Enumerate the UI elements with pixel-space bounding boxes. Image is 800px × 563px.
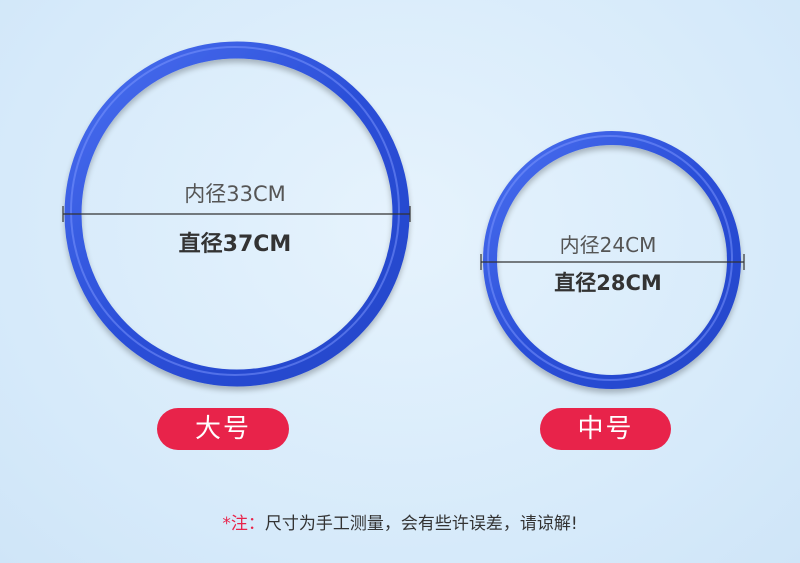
large-ring [64,41,410,387]
note-marker: *注： [222,514,265,534]
measurement-note: *注：尺寸为手工测量，会有些许误差，请谅解! [0,509,800,534]
medium-inner-diameter: 内径24CM [559,233,657,257]
large-measure-line [62,206,411,222]
size-badge-medium: 中号 [540,408,671,450]
medium-ring [483,131,741,389]
note-text: 尺寸为手工测量，会有些许误差，请谅解! [264,514,578,534]
large-inner-diameter: 内径33CM [184,182,286,206]
size-badge-large: 大号 [157,408,289,450]
large-outer-diameter: 直径37CM [178,232,292,257]
medium-outer-diameter: 直径28CM [554,271,662,295]
medium-measure-line [480,254,745,270]
